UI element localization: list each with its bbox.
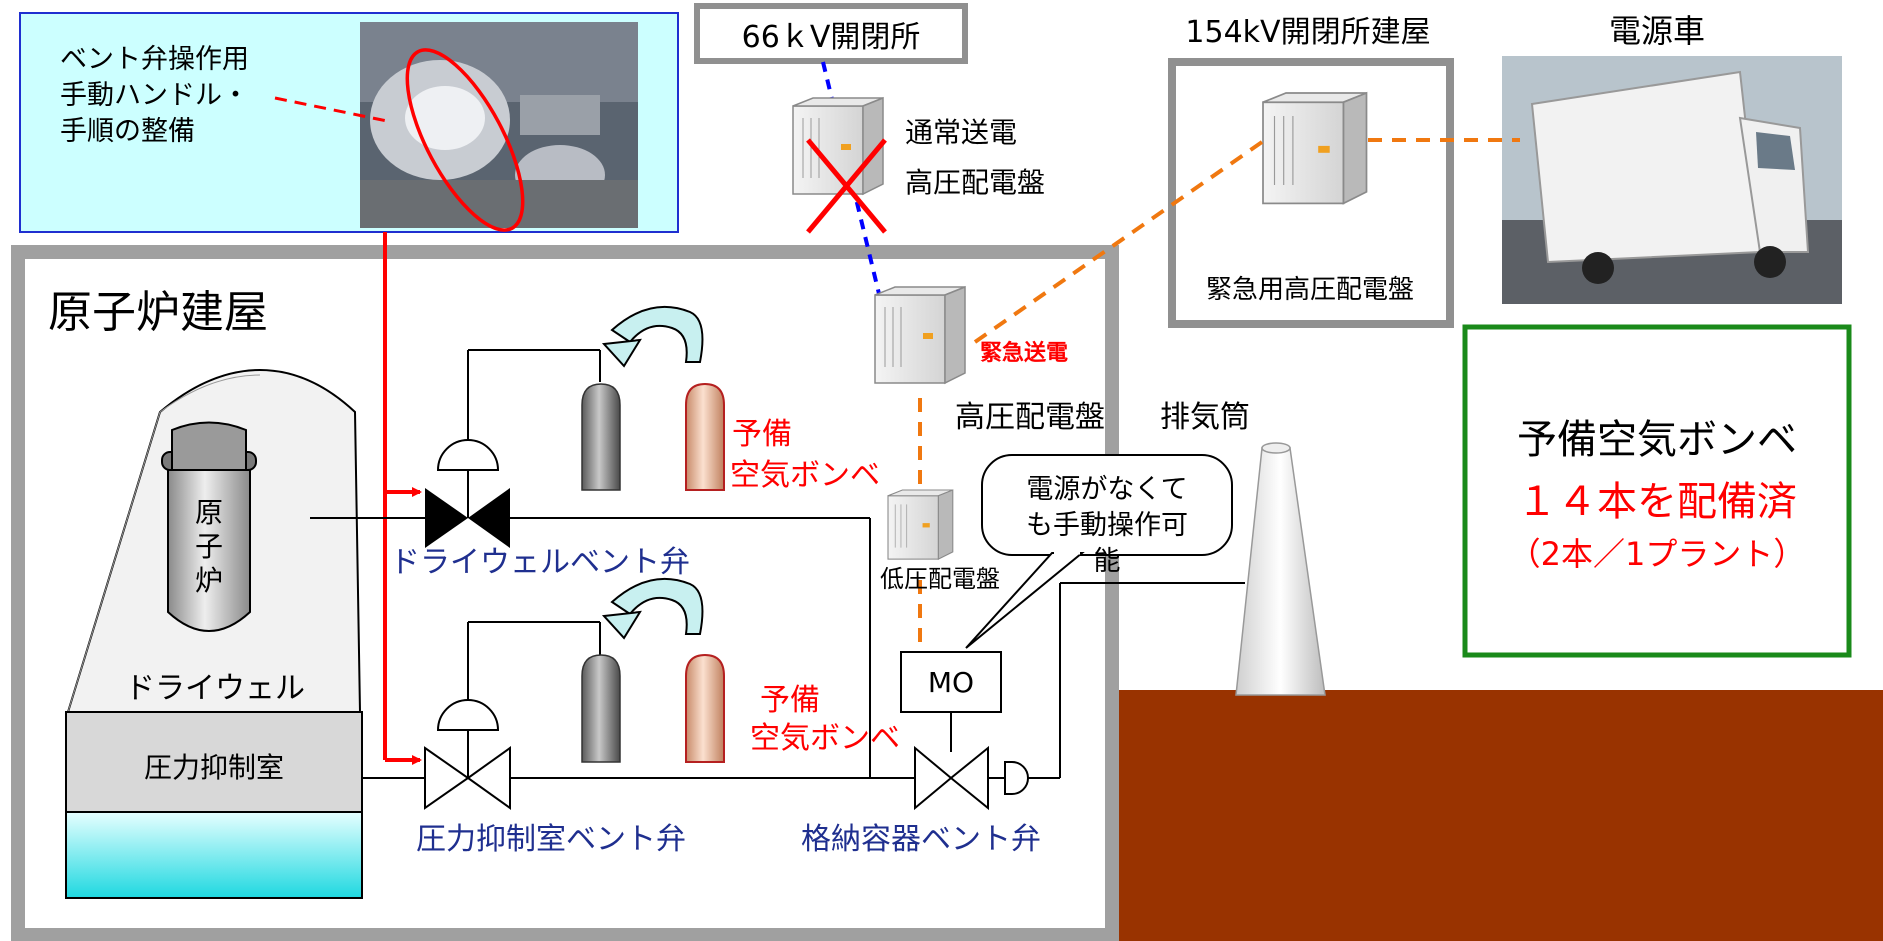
- photo-caption-line3: 手順の整備: [60, 116, 195, 147]
- swap-arrow-icon-2: [601, 577, 704, 640]
- suppression-chamber: [65, 711, 363, 899]
- emergency-feed-line: [973, 140, 1264, 344]
- containment-vent-valve-label: 格納容器ベント弁: [801, 822, 1041, 857]
- drywell-vent-valve-label: ドライウェルベント弁: [390, 545, 690, 580]
- substation-66kv-label: 66ｋV開閉所: [742, 20, 921, 55]
- drywell-label: ドライウェル: [125, 671, 305, 706]
- callout-line2: も手動操作可: [1026, 510, 1188, 541]
- power-truck-photo: [1502, 56, 1842, 304]
- reactor-label-3: 炉: [195, 564, 223, 597]
- cross-out-mark-2: [806, 138, 887, 234]
- containment-vent-valve: [900, 651, 1029, 811]
- stack-label: 排気筒: [1160, 400, 1250, 435]
- exhaust-stack: [1235, 442, 1326, 696]
- power-truck-label: 電源車: [1609, 12, 1705, 50]
- lv-panel-label: 低圧配電盤: [880, 565, 1000, 593]
- piping: [310, 349, 1245, 779]
- spare-cylinder-1-line1: 予備: [732, 417, 792, 452]
- hv-panel-label: 高圧配電盤: [955, 400, 1105, 435]
- spare-air-cylinder-2: [685, 653, 725, 763]
- callout-line3: 能: [1094, 546, 1121, 577]
- info-box-title: 予備空気ボンベ: [1517, 417, 1797, 463]
- swap-arrow-icon: [601, 305, 704, 368]
- reactor-building-title: 原子炉建屋: [48, 287, 268, 338]
- suppression-chamber-label: 圧力抑制室: [144, 751, 284, 784]
- spare-cylinder-2-line2: 空気ボンベ: [750, 721, 900, 756]
- spare-cylinder-2-line1: 予備: [760, 683, 820, 718]
- handle-highlight: [405, 48, 525, 232]
- info-box: [1462, 324, 1852, 658]
- air-cylinder-used-2: [581, 654, 621, 763]
- info-box-count: １４本を配備済: [1517, 479, 1797, 525]
- emergency-power-label: 緊急送電: [980, 340, 1068, 366]
- callout-bubble: [965, 454, 1233, 649]
- building-154kv-title: 154kV開閉所建屋: [1185, 15, 1430, 50]
- normal-panel-label2: 高圧配電盤: [905, 166, 1045, 199]
- mo-label: MO: [928, 666, 974, 699]
- emergency-hv-panel-label: 緊急用高圧配電盤: [1206, 275, 1414, 305]
- callout-line1: 電源がなくて: [1026, 474, 1187, 505]
- info-box-note: （2本／1プラント）: [1509, 535, 1806, 573]
- spare-air-cylinder-1: [685, 382, 725, 491]
- spare-cylinder-1-line2: 空気ボンベ: [730, 458, 880, 493]
- photo-caption-line1: ベント弁操作用: [60, 44, 249, 75]
- lv-panel: [887, 489, 954, 560]
- suppression-vent-valve: [424, 699, 511, 810]
- reactor-label-2: 子: [195, 530, 223, 563]
- air-cylinder-used-1: [581, 383, 621, 491]
- reactor-vessel: [161, 421, 257, 632]
- normal-panel-label1: 通常送電: [905, 116, 1017, 149]
- suppression-vent-valve-label: 圧力抑制室ベント弁: [416, 822, 686, 857]
- emergency-hv-panel: [1262, 92, 1368, 205]
- hv-panel: [874, 286, 966, 384]
- drywell-vent-valve: [425, 439, 510, 548]
- substation-66kv-box: [694, 3, 968, 64]
- photo-caption-line2: 手動ハンドル・: [60, 80, 249, 111]
- ground: [1118, 690, 1883, 941]
- reactor-label-1: 原: [195, 496, 223, 529]
